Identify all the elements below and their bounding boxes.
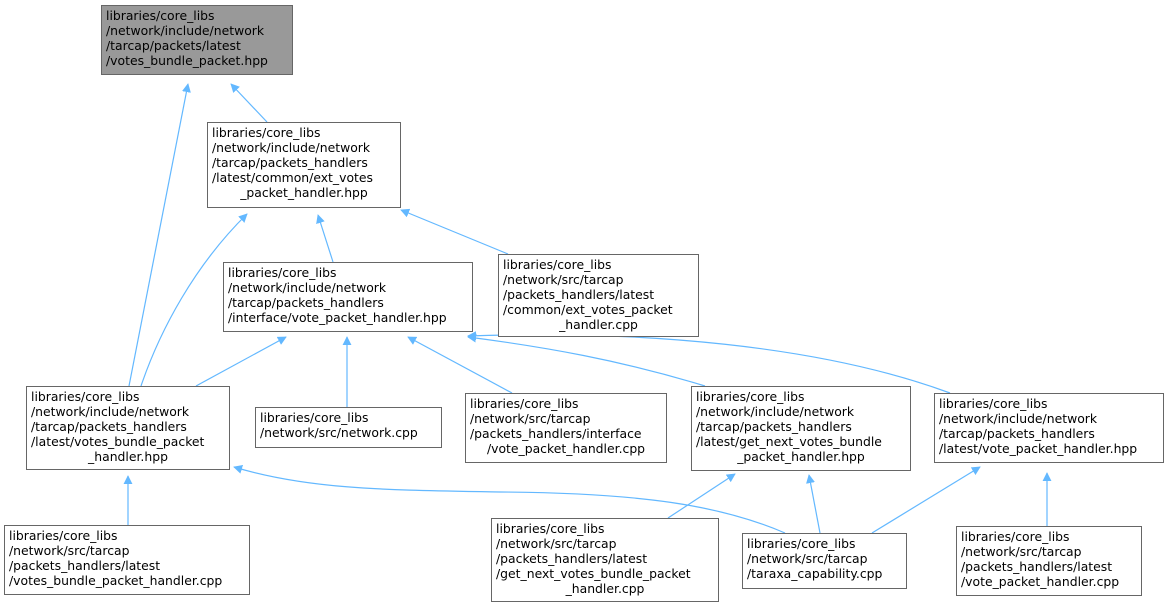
node-line: /packets_handlers/latest bbox=[961, 559, 1113, 574]
node-interface-vote-packet-handler-hpp[interactable]: libraries/core_libs /network/include/net… bbox=[223, 262, 473, 332]
node-line: /network/src/network.cpp bbox=[260, 425, 418, 440]
node-line: /taraxa_capability.cpp bbox=[747, 566, 883, 581]
node-line: /vote_packet_handler.cpp bbox=[486, 441, 646, 456]
node-line: /network/include/network bbox=[939, 411, 1098, 426]
edge-n7-to-n2 bbox=[467, 333, 706, 387]
node-line: /get_next_votes_bundle_packet bbox=[496, 566, 691, 581]
node-taraxa-capability-cpp[interactable]: libraries/core_libs /network/src/tarcap … bbox=[742, 533, 907, 589]
node-line: /packets_handlers/interface bbox=[470, 426, 642, 441]
node-line: /network/include/network bbox=[228, 280, 387, 295]
node-line: libraries/core_libs bbox=[696, 389, 805, 404]
node-line: /vote_packet_handler.cpp bbox=[961, 574, 1120, 589]
node-line: /network/src/tarcap bbox=[470, 411, 591, 426]
node-line: /tarcap/packets_handlers bbox=[939, 426, 1095, 441]
node-line: /network/src/tarcap bbox=[747, 551, 868, 566]
node-line: libraries/core_libs bbox=[747, 536, 856, 551]
node-line: /network/include/network bbox=[212, 140, 371, 155]
node-line: libraries/core_libs bbox=[228, 265, 337, 280]
node-line: libraries/core_libs bbox=[31, 389, 140, 404]
edge-n11-to-n4 bbox=[233, 465, 786, 534]
node-line: /packets_handlers/latest bbox=[503, 287, 655, 302]
node-line: _packet_handler.hpp bbox=[240, 185, 368, 200]
node-line: libraries/core_libs bbox=[212, 125, 321, 140]
node-line: /tarcap/packets_handlers bbox=[212, 155, 368, 170]
edge-n6-to-n2 bbox=[407, 336, 513, 394]
node-line: libraries/core_libs bbox=[939, 396, 1048, 411]
node-votes-bundle-packet-hpp[interactable]: libraries/core_libs /network/include/net… bbox=[101, 5, 293, 75]
node-line: /votes_bundle_packet.hpp bbox=[106, 53, 268, 68]
edge-n11-to-n8 bbox=[871, 466, 981, 534]
node-line: /network/src/tarcap bbox=[9, 543, 130, 558]
node-votes-bundle-packet-handler-hpp[interactable]: libraries/core_libs /network/include/net… bbox=[26, 386, 230, 470]
node-line: /common/ext_votes_packet bbox=[503, 302, 673, 317]
node-line: libraries/core_libs bbox=[260, 410, 369, 425]
node-line: /network/src/tarcap bbox=[961, 544, 1082, 559]
edge-n11-to-n7 bbox=[806, 474, 821, 534]
node-line: /tarcap/packets_handlers bbox=[31, 419, 187, 434]
node-line: _handler.cpp bbox=[565, 581, 645, 596]
edge-n4-to-n0 bbox=[128, 83, 191, 387]
edge-n3-to-n1 bbox=[400, 208, 509, 255]
node-line: /network/include/network bbox=[31, 404, 190, 419]
node-line: /latest/common/ext_votes bbox=[212, 170, 373, 185]
node-line: libraries/core_libs bbox=[961, 529, 1070, 544]
node-line: /tarcap/packets/latest bbox=[106, 38, 241, 53]
node-line: /packets_handlers/latest bbox=[9, 558, 161, 573]
node-line: /network/src/tarcap bbox=[496, 536, 617, 551]
node-line: libraries/core_libs bbox=[503, 257, 612, 272]
node-line: /network/include/network bbox=[106, 23, 265, 38]
node-line: /tarcap/packets_handlers bbox=[696, 419, 852, 434]
edge-n2-to-n1 bbox=[316, 214, 334, 263]
node-interface-vote-packet-handler-cpp[interactable]: libraries/core_libs /network/src/tarcap … bbox=[465, 393, 667, 463]
node-ext-votes-packet-handler-cpp[interactable]: libraries/core_libs /network/src/tarcap … bbox=[498, 254, 699, 337]
node-line: libraries/core_libs bbox=[106, 8, 215, 23]
node-latest-vote-packet-handler-cpp[interactable]: libraries/core_libs /network/src/tarcap … bbox=[956, 526, 1142, 596]
node-line: /latest/get_next_votes_bundle bbox=[696, 434, 882, 449]
node-line: /votes_bundle_packet_handler.cpp bbox=[9, 573, 223, 588]
node-votes-bundle-packet-handler-cpp[interactable]: libraries/core_libs /network/src/tarcap … bbox=[4, 525, 250, 595]
node-line: libraries/core_libs bbox=[470, 396, 579, 411]
node-line: libraries/core_libs bbox=[496, 521, 605, 536]
edge-n1-to-n0 bbox=[230, 83, 268, 123]
node-line: _packet_handler.hpp bbox=[737, 449, 865, 464]
node-latest-vote-packet-handler-hpp[interactable]: libraries/core_libs /network/include/net… bbox=[934, 393, 1164, 463]
edge-n4-to-n1 bbox=[140, 213, 248, 387]
node-get-next-votes-bundle-packet-handler-cpp[interactable]: libraries/core_libs /network/src/tarcap … bbox=[491, 518, 719, 602]
edge-n8-to-n2 bbox=[467, 331, 951, 394]
node-line: /latest/votes_bundle_packet bbox=[31, 434, 205, 449]
node-network-cpp[interactable]: libraries/core_libs /network/src/network… bbox=[255, 407, 442, 448]
node-line: libraries/core_libs bbox=[9, 528, 118, 543]
node-line: /network/include/network bbox=[696, 404, 855, 419]
node-line: /packets_handlers/latest bbox=[496, 551, 648, 566]
node-line: _handler.cpp bbox=[559, 317, 638, 332]
edge-n10-to-n7 bbox=[667, 473, 736, 519]
node-line: /network/src/tarcap bbox=[503, 272, 624, 287]
edge-n4-to-n2 bbox=[195, 336, 287, 387]
node-get-next-votes-bundle-packet-handler-hpp[interactable]: libraries/core_libs /network/include/net… bbox=[691, 386, 911, 471]
node-line: /latest/vote_packet_handler.hpp bbox=[939, 441, 1138, 456]
node-line: _handler.hpp bbox=[88, 449, 168, 464]
node-line: /tarcap/packets_handlers bbox=[228, 295, 384, 310]
node-line: /interface/vote_packet_handler.hpp bbox=[228, 310, 447, 325]
node-ext-votes-packet-handler-hpp[interactable]: libraries/core_libs /network/include/net… bbox=[207, 122, 401, 208]
